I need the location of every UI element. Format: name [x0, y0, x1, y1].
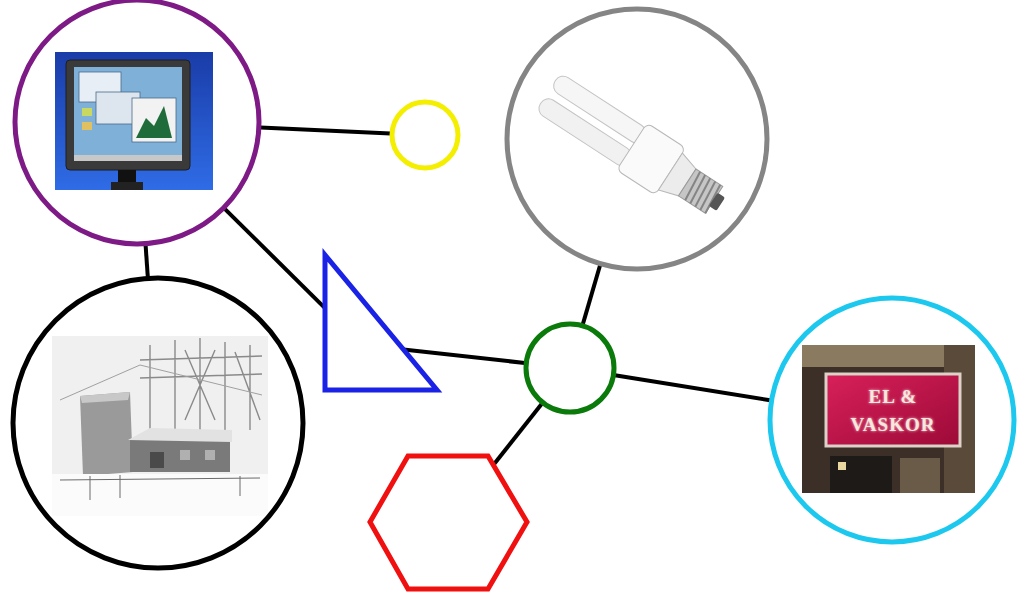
bulb-photo	[533, 69, 736, 228]
circle-outline	[15, 0, 259, 244]
building-door	[150, 452, 164, 468]
window-light	[838, 462, 846, 470]
tower-block	[80, 392, 133, 476]
polygon-outline	[370, 456, 527, 589]
substation-photo	[52, 336, 268, 516]
connector-line	[225, 209, 325, 308]
connector-line	[493, 404, 541, 465]
purple-circle	[11, 0, 263, 248]
connector-line	[260, 128, 390, 134]
monitor-stand	[118, 170, 136, 184]
connector-line	[146, 245, 148, 277]
screen-taskbar	[74, 155, 182, 161]
sign-text: EL & VASKOR	[831, 383, 955, 439]
red-hexagon	[366, 452, 531, 593]
circle-outline	[526, 324, 614, 412]
node-outline-svg	[503, 5, 771, 273]
circle-outline	[13, 278, 303, 568]
connector-line	[583, 265, 600, 324]
low-building	[130, 440, 230, 472]
photo-background	[802, 345, 975, 493]
shop-sign-photo	[802, 345, 975, 493]
node-outline-svg	[366, 452, 531, 593]
monitor-photo	[55, 52, 213, 190]
circle-outline	[770, 298, 1014, 542]
fence-lines	[60, 475, 260, 500]
node-outline-svg	[11, 0, 263, 248]
screen-window	[132, 98, 176, 142]
snow-ground	[52, 474, 268, 516]
power-wire	[60, 365, 262, 400]
connector-line	[403, 350, 524, 363]
snow-roof	[128, 428, 232, 442]
sign-board	[826, 374, 960, 446]
screen-chart	[136, 106, 172, 138]
cyan-circle: EL & VASKOR	[766, 294, 1018, 546]
monitor-base	[111, 182, 143, 190]
shop-door	[900, 458, 940, 493]
polygon-outline	[325, 255, 437, 390]
photo-background	[55, 52, 213, 190]
pylon-lines	[140, 338, 262, 430]
blue-triangle	[321, 251, 441, 394]
node-outline-svg	[522, 320, 618, 416]
node-outline-svg	[9, 274, 307, 572]
green-circle	[522, 320, 618, 416]
monitor-screen	[74, 67, 182, 161]
photo-background	[52, 336, 268, 516]
screen-icon	[82, 108, 92, 116]
node-outline-svg	[388, 98, 462, 172]
shop-window	[830, 456, 892, 493]
yellow-circle	[388, 98, 462, 172]
screen-icon	[82, 122, 92, 130]
black-circle	[9, 274, 307, 572]
monitor-frame	[66, 60, 190, 170]
grey-circle	[503, 5, 771, 273]
building-window	[180, 450, 190, 460]
building-window	[205, 450, 215, 460]
circle-outline	[507, 9, 767, 269]
node-outline-svg	[321, 251, 441, 394]
circle-outline	[392, 102, 458, 168]
tower-roof	[80, 392, 130, 403]
bulb-tube	[535, 95, 634, 169]
connector-line	[615, 375, 770, 400]
bulb-tip	[709, 193, 725, 211]
